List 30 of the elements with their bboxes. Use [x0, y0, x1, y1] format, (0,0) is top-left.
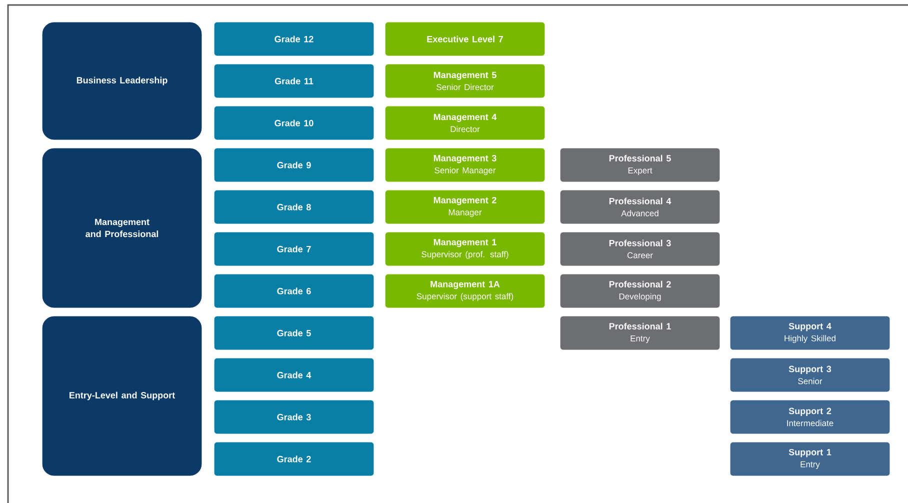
category-box: Management and Professional: [42, 148, 202, 308]
grade-box: Grade 8: [214, 190, 374, 224]
grade-box: Grade 11: [214, 64, 374, 98]
management-level-box: Executive Level 7: [384, 22, 546, 56]
grade-box: Grade 12: [214, 22, 374, 56]
management-level-box: Management 2 Manager: [384, 190, 546, 224]
grade-box: Grade 6: [214, 274, 374, 308]
support-level-box: Support 1 Entry: [730, 442, 890, 476]
management-level-box: Management 3 Senior Manager: [384, 148, 546, 182]
professional-level-box: Professional 4 Advanced: [560, 190, 720, 224]
management-level-box: Management 4 Director: [384, 106, 546, 140]
professional-level-box: Professional 3 Career: [560, 232, 720, 266]
grade-box: Grade 4: [214, 358, 374, 392]
support-level-box: Support 3 Senior: [730, 358, 890, 392]
grade-box: Grade 5: [214, 316, 374, 350]
category-box: Entry-Level and Support: [42, 316, 202, 476]
professional-level-box: Professional 1 Entry: [560, 316, 720, 350]
support-level-box: Support 2 Intermediate: [730, 400, 890, 434]
grade-box: Grade 7: [214, 232, 374, 266]
management-level-box: Management 5 Senior Director: [384, 64, 546, 98]
grade-box: Grade 3: [214, 400, 374, 434]
support-level-box: Support 4 Highly Skilled: [730, 316, 890, 350]
grade-box: Grade 10: [214, 106, 374, 140]
grade-box: Grade 9: [214, 148, 374, 182]
category-box: Business Leadership: [42, 22, 202, 140]
management-level-box: Management 1 Supervisor (prof. staff): [384, 232, 546, 266]
grade-box: Grade 2: [214, 442, 374, 476]
professional-level-box: Professional 5 Expert: [560, 148, 720, 182]
professional-level-box: Professional 2 Developing: [560, 274, 720, 308]
management-level-box: Management 1A Supervisor (support staff): [384, 274, 546, 308]
